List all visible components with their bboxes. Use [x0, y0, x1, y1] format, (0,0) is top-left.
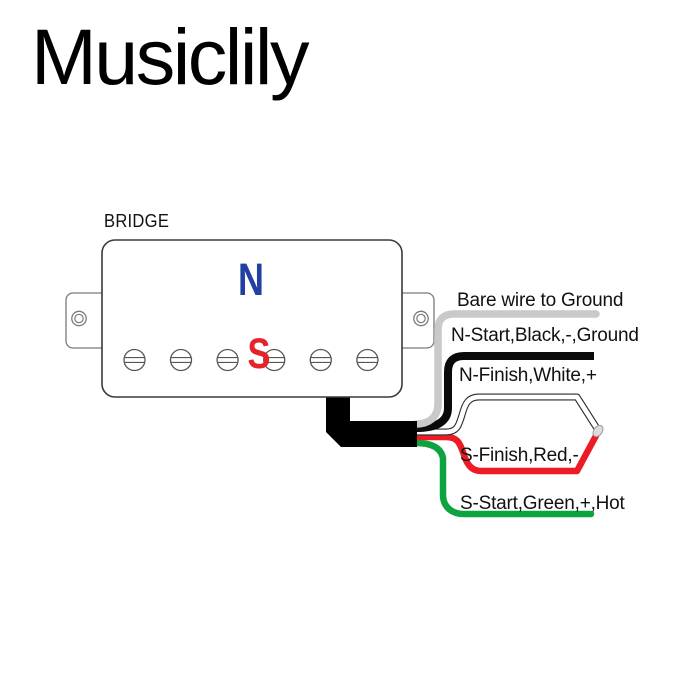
wire-label-bare: Bare wire to Ground: [457, 290, 624, 311]
brand-logo: Musiclily: [31, 12, 309, 101]
wire-label-white: N-Finish,White,+: [459, 365, 597, 386]
bare-wire: [412, 310, 600, 428]
ground-cable: [326, 393, 417, 447]
green-wire: [412, 439, 595, 518]
pickup-position-label: BRIDGE: [104, 211, 170, 231]
pole-screw-6: [356, 348, 379, 372]
south-pole-label: S: [248, 330, 271, 377]
white-wire: [416, 393, 601, 436]
ear-screw-hole-right: [413, 310, 429, 327]
red-wire: [416, 430, 601, 475]
north-pole-label: N: [238, 254, 264, 305]
pole-screw-3: [216, 348, 239, 372]
wire-label-green: S-Start,Green,+,Hot: [460, 493, 625, 514]
pole-screw-2: [169, 348, 193, 372]
wire-label-red: S-Finish,Red,-: [460, 445, 579, 466]
wire-label-black: N-Start,Black,-,Ground: [451, 325, 639, 346]
solder-joint-icon: [592, 424, 604, 438]
ear-screw-hole-left: [71, 310, 87, 327]
pole-screw-1: [123, 348, 146, 372]
pole-screw-5: [309, 348, 332, 372]
black-wire: [415, 352, 594, 432]
